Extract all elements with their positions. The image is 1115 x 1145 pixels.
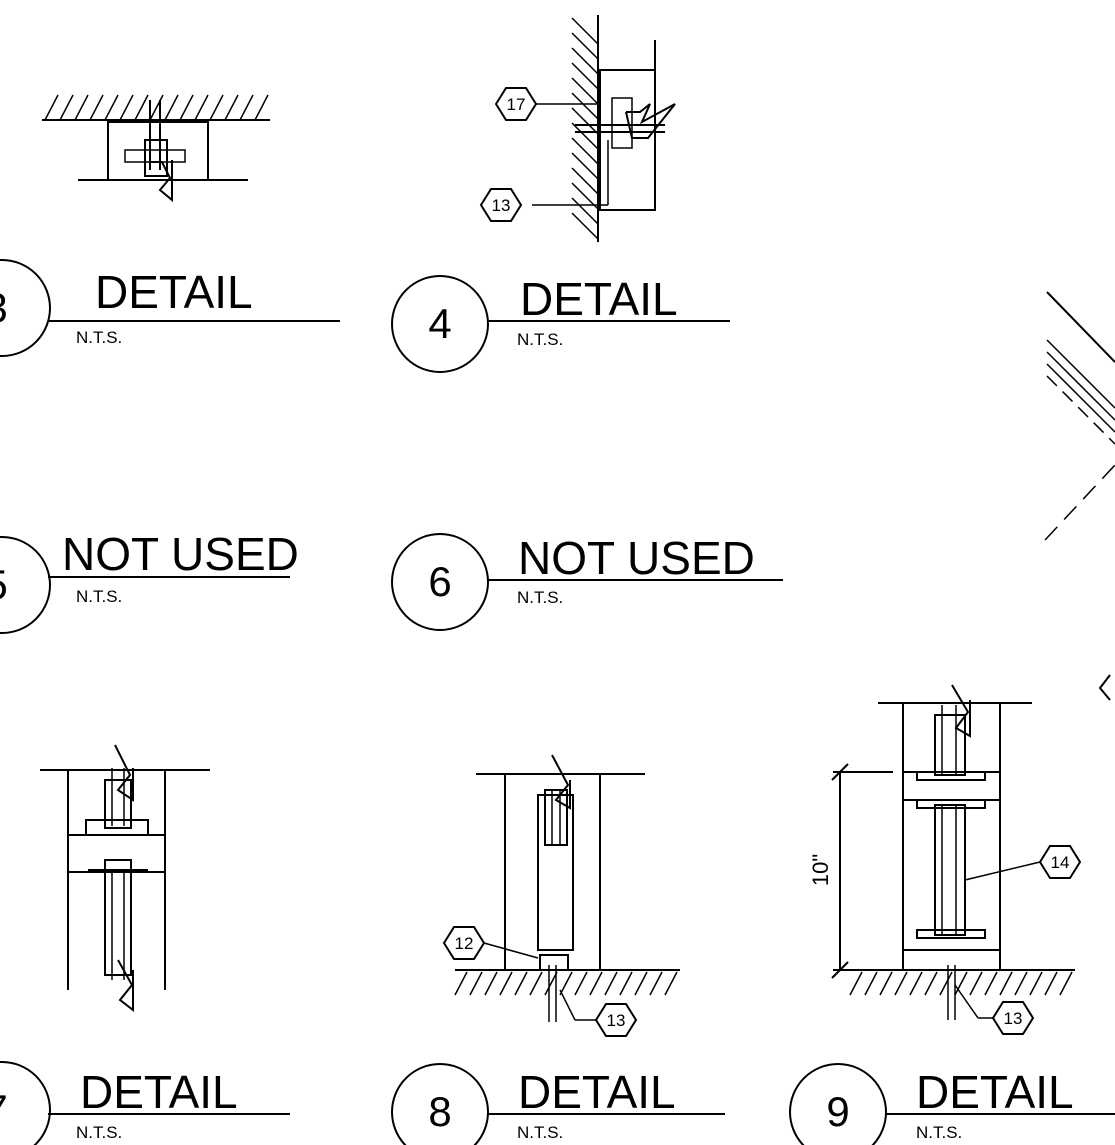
detail-7-title-block: 7 DETAIL N.T.S. [0,1061,290,1145]
svg-text:N.T.S.: N.T.S. [76,587,122,606]
svg-text:6: 6 [428,558,451,605]
svg-text:N.T.S.: N.T.S. [916,1123,962,1142]
tag-14: 14 [1038,845,1082,879]
detail-4-drawing: 17 13 [479,15,676,242]
dimension-10-inch: 10" [808,763,893,979]
floor-hatch-9 [849,971,1073,996]
detail-9-title-block: 9 DETAIL N.T.S. [789,1063,1115,1145]
svg-text:17: 17 [507,95,526,114]
svg-text:13: 13 [607,1011,626,1030]
ceiling-hatch [44,94,269,121]
svg-text:10": 10" [808,854,833,886]
detail-6-title-block: 6 NOT USED N.T.S. [391,532,783,631]
tag-12: 12 [442,926,486,960]
svg-text:13: 13 [1004,1009,1023,1028]
detail-9-drawing: 14 13 10" [808,684,1082,1035]
svg-text:3: 3 [0,284,8,331]
svg-text:NOT USED: NOT USED [62,528,299,580]
floor-hatch-8 [454,971,678,996]
svg-text:DETAIL: DETAIL [520,273,678,325]
svg-text:7: 7 [0,1086,8,1133]
tag-13: 13 [479,188,523,222]
svg-text:NOT USED: NOT USED [518,532,755,584]
detail-3-title-block: 3 DETAIL N.T.S. [0,259,340,357]
partial-detail-right-edge [1044,291,1115,701]
svg-text:N.T.S.: N.T.S. [517,330,563,349]
svg-text:DETAIL: DETAIL [95,266,253,318]
svg-text:DETAIL: DETAIL [916,1066,1074,1118]
svg-text:13: 13 [492,196,511,215]
svg-text:DETAIL: DETAIL [80,1066,238,1118]
svg-text:14: 14 [1051,853,1070,872]
svg-text:4: 4 [428,300,451,347]
svg-text:N.T.S.: N.T.S. [517,1123,563,1142]
detail-8-drawing: 12 13 [442,754,680,1037]
detail-5-title-block: 5 NOT USED N.T.S. [0,528,299,634]
svg-text:N.T.S.: N.T.S. [76,1123,122,1142]
tag-13-8: 13 [594,1003,638,1037]
svg-text:5: 5 [0,561,8,608]
detail-8-title-block: 8 DETAIL N.T.S. [391,1063,725,1145]
wall-hatch [571,17,599,240]
tag-13-9: 13 [991,1001,1035,1035]
svg-text:9: 9 [826,1088,849,1135]
svg-text:8: 8 [428,1088,451,1135]
svg-text:12: 12 [455,934,474,953]
detail-4-title-block: 4 DETAIL N.T.S. [391,273,730,373]
detail-3-drawing [42,94,270,203]
detail-7-drawing [40,744,210,1013]
svg-text:DETAIL: DETAIL [518,1066,676,1118]
svg-text:N.T.S.: N.T.S. [517,588,563,607]
tag-17: 17 [494,87,538,121]
svg-text:N.T.S.: N.T.S. [76,328,122,347]
